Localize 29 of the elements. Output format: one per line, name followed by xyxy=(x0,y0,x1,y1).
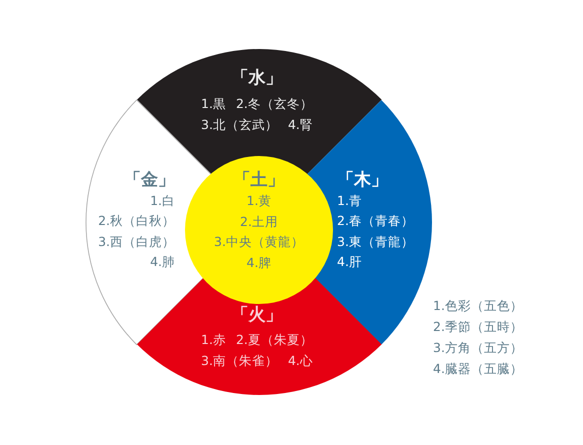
list-item: 4.脾 xyxy=(246,254,272,272)
list-item: 1.白 xyxy=(150,192,175,210)
list-item: 2.夏（朱夏） xyxy=(236,331,313,349)
list-item: 2.土用 xyxy=(240,212,278,230)
list-item: 1.青 xyxy=(337,192,362,210)
key-note: 2.季節（五時） xyxy=(433,318,523,336)
list-item: 2.秋（白秋） xyxy=(98,212,175,230)
segment-heading: 「土」 xyxy=(234,169,284,191)
key-note: 1.色彩（五色） xyxy=(433,297,523,315)
list-item: 1.黄 xyxy=(246,192,272,210)
list-item: 4.腎 xyxy=(288,116,313,134)
list-item: 3.中央（黄龍） xyxy=(214,233,304,251)
list-item: 4.心 xyxy=(288,352,313,370)
segment-heading: 「火」 xyxy=(231,304,282,326)
list-item: 4.肺 xyxy=(150,253,175,272)
key-note: 3.方角（五方） xyxy=(433,339,523,357)
segment-heading: 「金」 xyxy=(124,168,175,191)
list-item: 3.北（玄武） xyxy=(201,116,278,134)
list-item: 2.春（青春） xyxy=(337,212,414,230)
list-item: 3.東（青龍） xyxy=(337,232,414,251)
list-item: 3.西（白虎） xyxy=(98,232,175,251)
list-item: 1.赤 xyxy=(201,331,226,349)
key-note: 4.臓器（五臓） xyxy=(433,360,523,378)
list-item: 1.黒 xyxy=(201,95,226,113)
list-item: 2.冬（玄冬） xyxy=(236,95,313,113)
segment-heading: 「木」 xyxy=(337,168,388,191)
list-item: 3.南（朱雀） xyxy=(201,352,278,370)
list-item: 4.肝 xyxy=(337,253,362,272)
segment-heading: 「水」 xyxy=(231,67,282,89)
